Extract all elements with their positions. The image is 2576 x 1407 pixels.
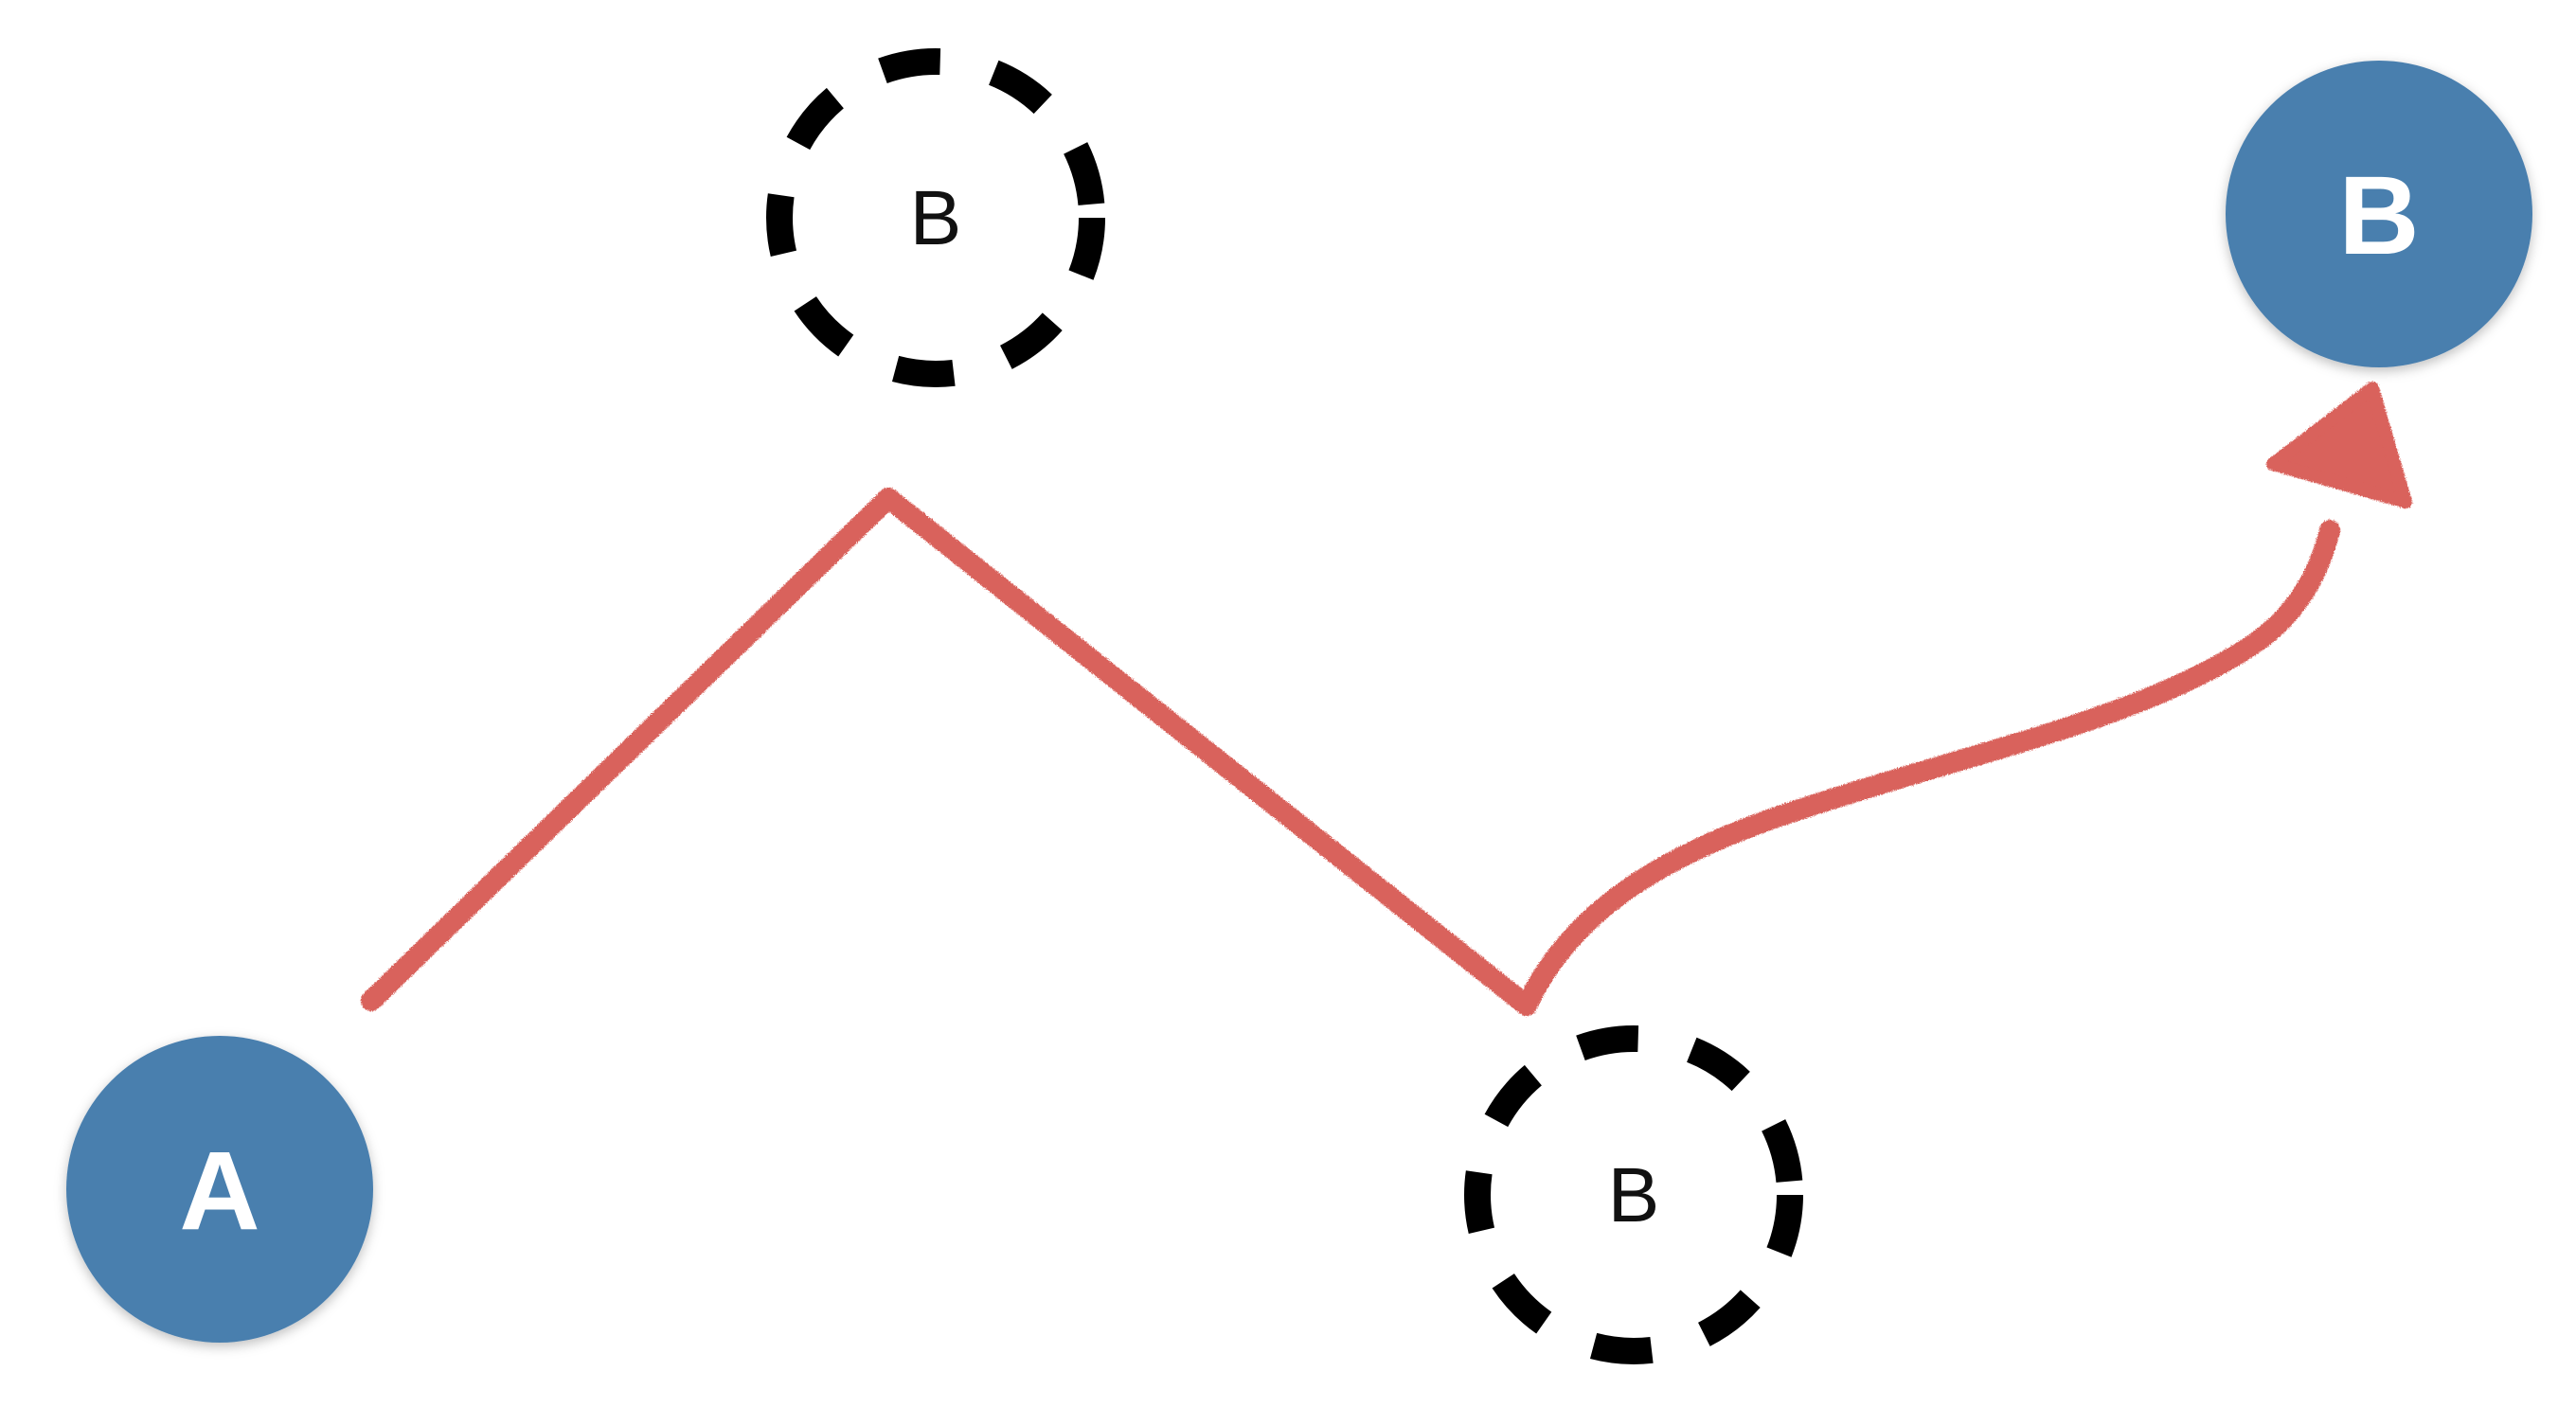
arrowhead (2266, 382, 2412, 508)
dashed-node-lower-outline (1464, 1025, 1803, 1364)
dashed-node-upper-label: B (910, 175, 962, 261)
dashed-node-lower-label: B (1608, 1152, 1660, 1238)
dashed-node-lower: B (1464, 1025, 1803, 1364)
end-node-circle (2226, 61, 2532, 367)
start-node-circle (66, 1036, 373, 1343)
start-node: A (66, 1036, 373, 1343)
end-node: B (2226, 61, 2532, 367)
path-arrow (361, 382, 2412, 1016)
path-line (361, 488, 2340, 1016)
dashed-node-upper: B (766, 48, 1105, 387)
dashed-node-upper-outline (766, 48, 1105, 387)
end-node-label: B (2338, 153, 2419, 278)
start-node-label: A (179, 1129, 259, 1254)
